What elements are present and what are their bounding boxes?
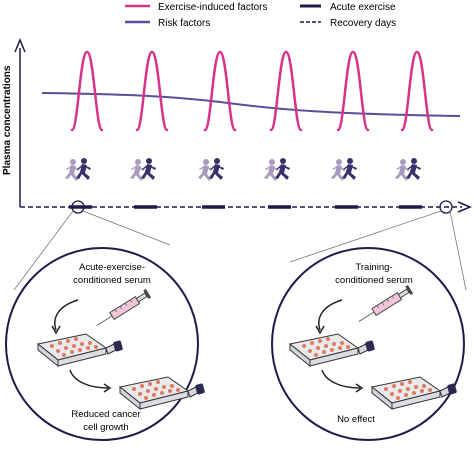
runner-pair-icon bbox=[198, 158, 224, 181]
exercise-peak-1 bbox=[70, 50, 104, 132]
zoom-circle-icon-right bbox=[439, 200, 453, 214]
zoom-connectors bbox=[13, 210, 467, 291]
legend-acute-exercise-label: Acute exercise bbox=[330, 2, 396, 13]
runner-pair-icon bbox=[395, 158, 421, 181]
right-serum-label-line2: conditioned serum bbox=[335, 275, 413, 286]
right-zoom-panel: Training- conditioned serum No effect bbox=[271, 247, 465, 441]
exercise-peak-2 bbox=[135, 50, 169, 132]
runner-pair-icon bbox=[264, 158, 290, 181]
exercise-factor-peaks bbox=[70, 50, 434, 132]
runner-row bbox=[65, 158, 421, 181]
left-serum-label-line1: Acute-exercise- bbox=[79, 262, 145, 273]
legend-risk-factors-label: Risk factors bbox=[158, 18, 210, 29]
curved-arrow-icon bbox=[321, 369, 361, 389]
exercise-peak-6 bbox=[400, 50, 434, 132]
exercise-peak-4 bbox=[269, 50, 303, 132]
runner-pair-icon bbox=[130, 158, 156, 181]
exercise-peak-5 bbox=[336, 50, 370, 132]
legend: Exercise-induced factors Risk factors Ac… bbox=[125, 2, 396, 29]
legend-exercise-factors-label: Exercise-induced factors bbox=[158, 2, 268, 13]
exercise-peak-3 bbox=[203, 50, 237, 132]
y-axis: Plasma concentrations bbox=[2, 38, 26, 207]
right-serum-label-line1: Training- bbox=[355, 262, 392, 273]
left-zoom-panel: Acute-exercise- conditioned serum Reduce… bbox=[5, 247, 206, 441]
right-outcome-line1: No effect bbox=[337, 414, 375, 425]
risk-factors-curve bbox=[41, 92, 461, 117]
left-serum-label-line2: conditioned serum bbox=[73, 275, 151, 286]
left-outcome-line2: cell growth bbox=[83, 422, 128, 433]
y-axis-label: Plasma concentrations bbox=[2, 65, 13, 175]
runner-pair-icon bbox=[331, 158, 357, 181]
left-outcome-line1: Reduced cancer bbox=[71, 409, 140, 420]
curved-arrow-icon bbox=[54, 299, 79, 331]
legend-recovery-days-label: Recovery days bbox=[330, 18, 396, 29]
time-axis bbox=[20, 200, 472, 214]
runner-pair-icon bbox=[65, 158, 91, 181]
zoom-circle-icon-left bbox=[71, 200, 85, 214]
curved-arrow-icon bbox=[318, 299, 343, 331]
curved-arrow-icon bbox=[69, 369, 109, 389]
